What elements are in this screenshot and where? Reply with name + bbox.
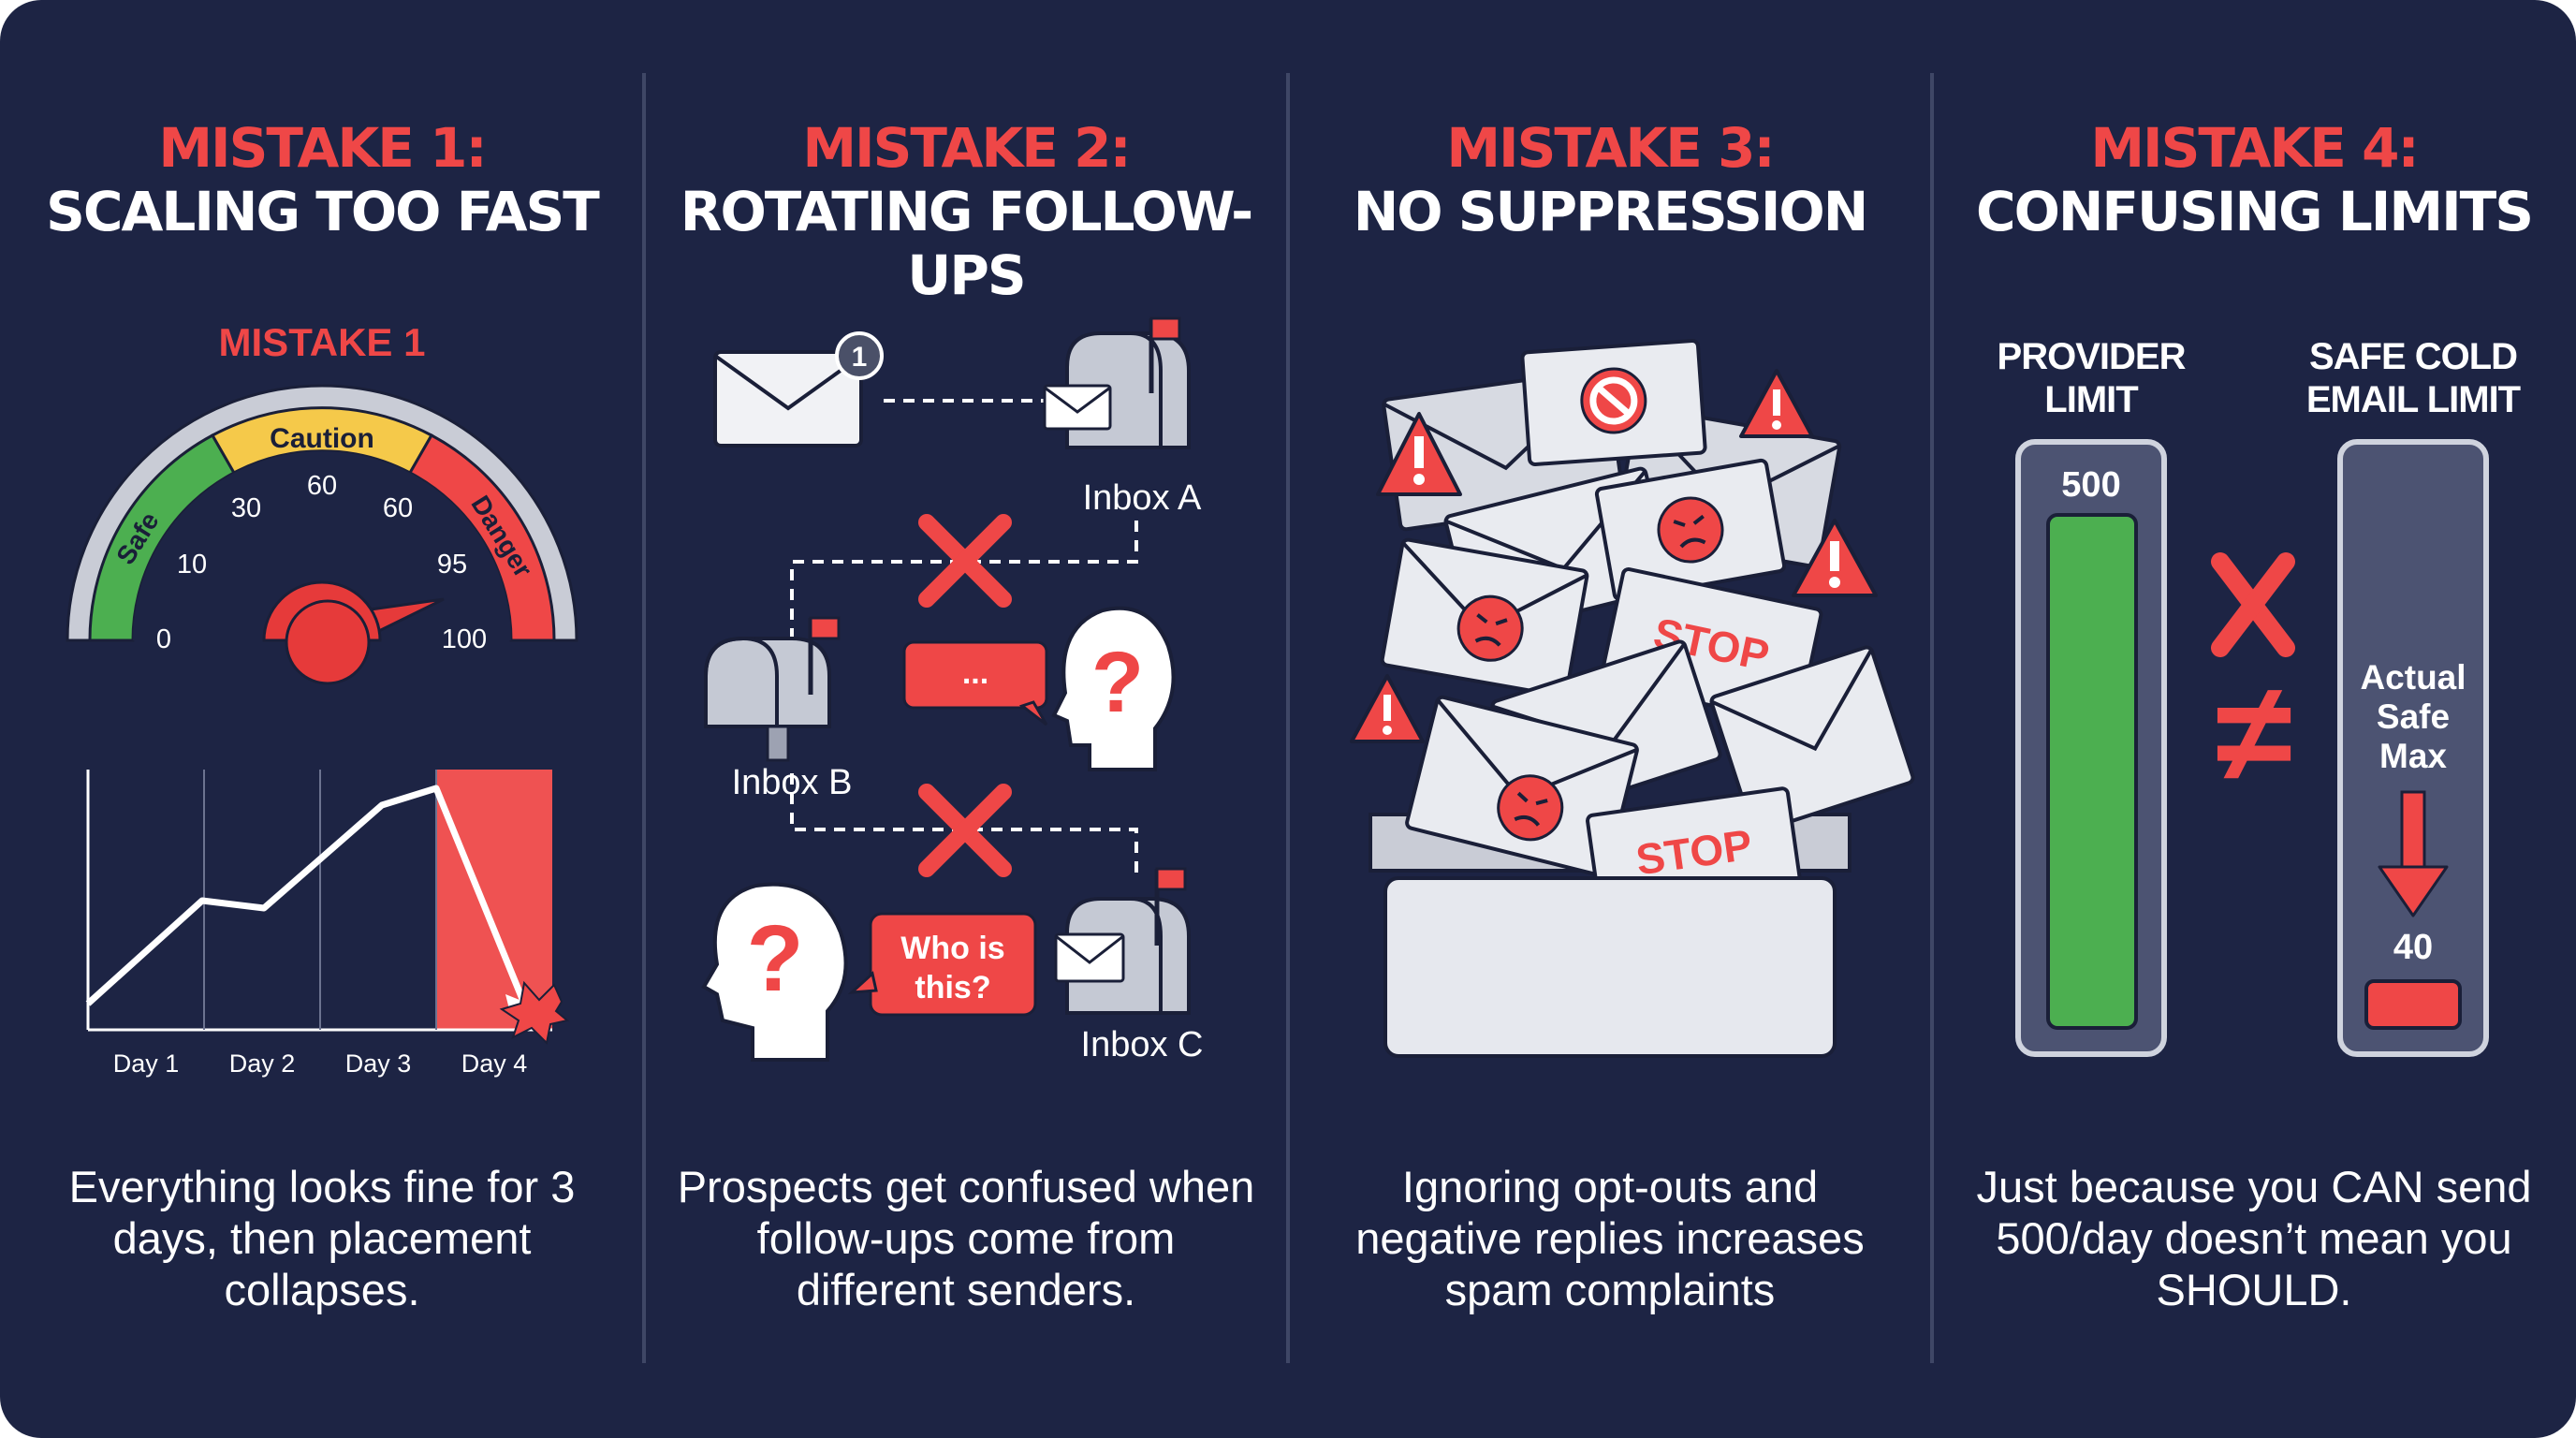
warning-icon — [1792, 519, 1878, 597]
safe-limit-heading: SAFE COLD — [2309, 336, 2517, 377]
actual-safe-max-label: Actual — [2360, 658, 2466, 697]
who-is-this-speech-bubble: Who is this? — [847, 912, 1037, 1017]
actual-safe-max-label: Max — [2379, 737, 2447, 775]
panel-mistake-1: MISTAKE 1: SCALING TOO FAST MISTAKE 1 Sa… — [0, 0, 644, 1438]
chart-day-label: Day 2 — [229, 1049, 296, 1078]
mistake-3-title: NO SUPPRESSION — [1353, 180, 1869, 243]
panel-divider — [1286, 73, 1290, 1363]
mistake-2-caption: Prospects get confused when follow-ups c… — [677, 1162, 1255, 1314]
gauge-heading: MISTAKE 1 — [219, 320, 426, 364]
confused-head-icon: ? — [701, 882, 848, 1062]
confused-head-icon: ? — [1051, 606, 1176, 771]
collapse-burst-icon — [499, 980, 570, 1046]
inbox-a-label: Inbox A — [1083, 478, 1202, 518]
gauge-tick: 10 — [177, 550, 207, 580]
svg-text:...: ... — [962, 655, 988, 691]
panel-mistake-2: MISTAKE 2: ROTATING FOLLOW-UPS 1 — [644, 0, 1288, 1438]
mailbox-a-icon — [1043, 316, 1191, 449]
mistake-4-caption: Just because you CAN send 500/day doesn’… — [1976, 1162, 2532, 1314]
gauge-tick: 100 — [442, 624, 487, 654]
inbox-tray-icon — [1383, 876, 1837, 1058]
not-equal-icon: ≠ — [2216, 653, 2292, 811]
svg-text:Who is: Who is — [900, 931, 1004, 966]
envelope-pile: STOP STOP — [1380, 338, 1915, 921]
envelope-icon — [1380, 537, 1589, 698]
chart-day-label: Day 1 — [113, 1049, 180, 1078]
mistake-2-title: ROTATING FOLLOW-UPS — [680, 180, 1253, 307]
mistake-3-illustration: STOP STOP — [1350, 338, 1915, 1058]
mistake-4-illustration: PROVIDER LIMIT SAFE COLD EMAIL LIMIT 500… — [1998, 336, 2522, 1057]
mistake-3-caption: Ignoring opt-outs and negative replies i… — [1355, 1162, 1865, 1314]
mistake-1-number: MISTAKE 1: — [158, 116, 487, 180]
envelope-icon — [1709, 645, 1915, 834]
inbox-c-label: Inbox C — [1081, 1025, 1204, 1064]
angry-face-icon — [1657, 496, 1724, 564]
svg-text:this?: this? — [915, 970, 990, 1005]
panel-mistake-3: MISTAKE 3: NO SUPPRESSION — [1288, 0, 1932, 1438]
speedometer-gauge: Safe Caution Danger 0 10 30 60 60 95 100 — [66, 384, 578, 685]
envelope-icon — [1594, 458, 1787, 602]
gauge-tick: 95 — [437, 550, 467, 580]
gauge-needle — [262, 580, 445, 685]
mailbox-b-icon — [704, 616, 841, 762]
gauge-tick: 60 — [383, 493, 413, 523]
warning-icon — [1376, 412, 1462, 496]
panel-mistake-4: MISTAKE 4: CONFUSING LIMITS PROVIDER LIM… — [1932, 0, 2576, 1438]
arrow-down-icon — [2378, 790, 2449, 917]
actual-safe-max-label: Safe — [2377, 697, 2450, 736]
safe-limit-heading: EMAIL LIMIT — [2306, 379, 2521, 420]
placement-chart: Day 1 Day 2 Day 3 Day 4 — [85, 770, 570, 1078]
mistake-1-caption: Everything looks fine for 3 days, then p… — [68, 1162, 576, 1314]
angry-face-icon — [1497, 774, 1564, 842]
mistake-2-illustration: 1 Inbox A — [701, 316, 1204, 1064]
gauge-tick: 30 — [231, 493, 261, 523]
warning-icon — [1350, 674, 1425, 743]
collapse-highlight — [436, 770, 552, 1030]
mistake-1-title: SCALING TOO FAST — [46, 180, 600, 243]
provider-limit-value: 500 — [2061, 465, 2120, 505]
safe-limit-bar: Actual Safe Max 40 — [2337, 439, 2489, 1057]
svg-text:?: ? — [1091, 635, 1144, 730]
mailbox-c-icon — [1054, 867, 1191, 1015]
svg-text:?: ? — [746, 906, 803, 1011]
red-x-icon — [2211, 552, 2295, 657]
placement-trend-line — [85, 785, 528, 1006]
panel-divider — [1930, 73, 1934, 1363]
badge-count: 1 — [852, 342, 868, 373]
red-x-icon — [918, 784, 1012, 877]
mistake-1-illustration: MISTAKE 1 Safe Caution Danger 0 10 30 60… — [66, 320, 578, 1078]
mistake-4-title: CONFUSING LIMITS — [1976, 180, 2534, 243]
envelope-icon — [1520, 338, 1707, 467]
provider-limit-bar: 500 — [2015, 439, 2167, 1057]
zone-label-caution: Caution — [270, 423, 374, 454]
red-x-icon — [918, 514, 1012, 608]
chart-day-label: Day 4 — [461, 1049, 528, 1078]
badge-count-icon — [835, 331, 884, 380]
provider-limit-heading: PROVIDER — [1998, 336, 2187, 377]
safe-limit-value: 40 — [2393, 928, 2433, 967]
inbox-b-label: Inbox B — [732, 763, 853, 802]
mistake-3-number: MISTAKE 3: — [1446, 116, 1775, 180]
ellipsis-speech-bubble: ... — [902, 640, 1048, 726]
mistake-2-number: MISTAKE 2: — [802, 116, 1131, 180]
provider-limit-heading: LIMIT — [2044, 379, 2138, 420]
mistake-4-number: MISTAKE 4: — [2090, 116, 2419, 180]
gauge-tick: 0 — [156, 624, 171, 654]
gauge-tick: 60 — [307, 471, 337, 501]
gauge-danger-zone — [407, 433, 556, 642]
email-envelope-icon: 1 — [713, 331, 884, 448]
panel-divider — [642, 73, 646, 1363]
chart-day-label: Day 3 — [345, 1049, 412, 1078]
warning-icon — [1739, 369, 1814, 438]
angry-face-icon — [1456, 594, 1524, 662]
